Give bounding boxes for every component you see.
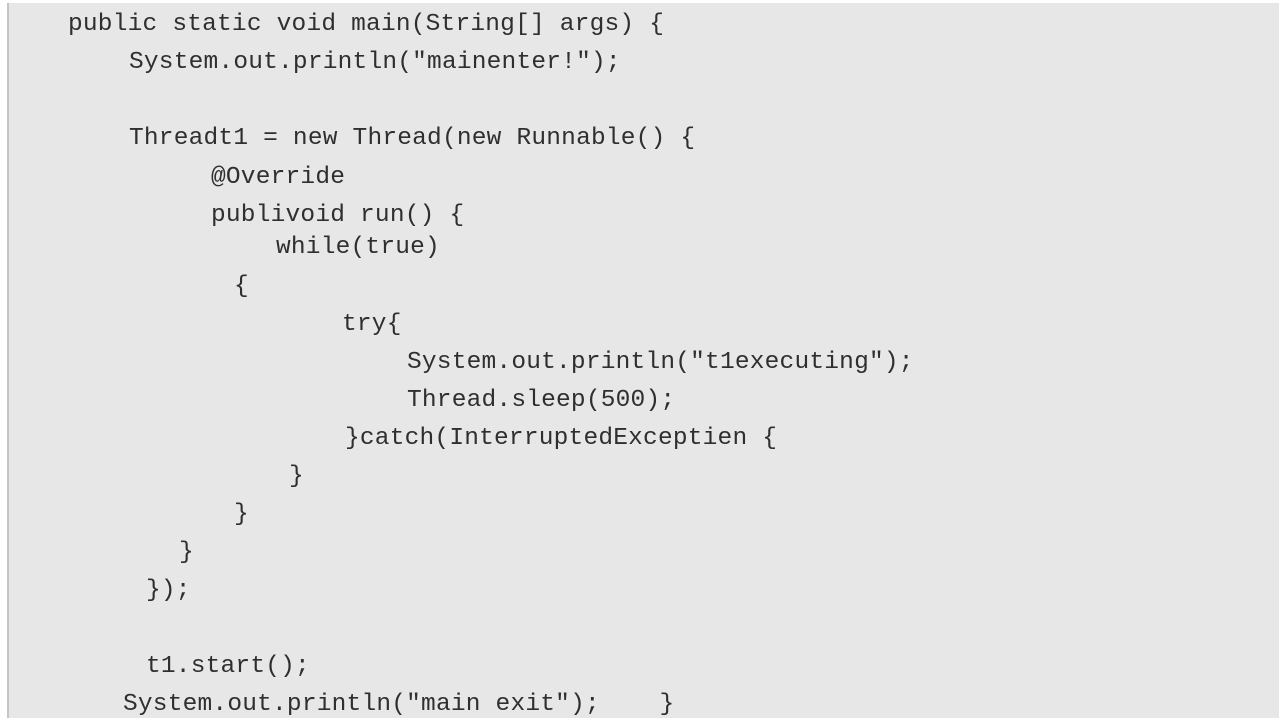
code-line: System.out.println("main exit"); } — [123, 691, 675, 718]
code-line: { — [234, 273, 249, 300]
code-line: while(true) — [276, 234, 440, 261]
code-line: try{ — [342, 311, 402, 338]
code-listing: public static void main(String[] args) {… — [7, 3, 1279, 718]
code-line: System.out.println("mainenter!"); — [129, 49, 621, 76]
code-line: @Override — [211, 164, 346, 191]
code-line: Thread.sleep(500); — [407, 387, 676, 414]
code-line: } — [179, 539, 194, 566]
code-line: System.out.println("t1executing"); — [407, 349, 914, 376]
code-line: t1.start(); — [146, 653, 310, 680]
code-line: } — [289, 463, 304, 490]
code-line: }); — [146, 577, 191, 604]
code-line: }catch(InterruptedExceptien { — [345, 425, 778, 452]
code-line: public static void main(String[] args) { — [68, 11, 665, 38]
code-line: Threadt1 = new Thread(new Runnable() { — [129, 125, 696, 152]
code-line: publivoid run() { — [211, 202, 465, 229]
code-line: } — [234, 501, 249, 528]
